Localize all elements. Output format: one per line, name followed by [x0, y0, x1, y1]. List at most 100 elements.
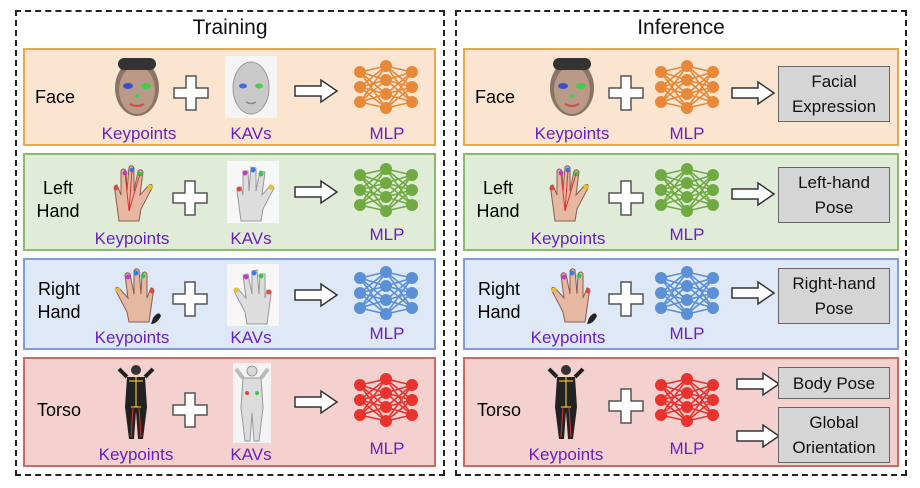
mlp-edge	[686, 384, 714, 422]
mlp-node	[380, 60, 392, 72]
mlp-node	[406, 199, 418, 211]
mlp-node	[681, 415, 693, 427]
mlp-node	[655, 272, 667, 284]
face-kav-caption: KAVs	[230, 124, 272, 143]
right-hand-mlp-caption: MLP	[669, 324, 705, 343]
mlp-node	[655, 287, 667, 299]
mlp-node	[406, 81, 418, 93]
training-title: Training	[192, 16, 268, 39]
plus-icon	[608, 388, 644, 424]
mlp-edge	[686, 174, 714, 212]
right-hand-keypoints-caption: Keypoints	[94, 328, 170, 347]
torso-keypoints-caption: Keypoints	[528, 445, 604, 464]
mlp-node	[406, 272, 418, 284]
torso-mlp-caption: MLP	[669, 439, 705, 458]
right-hand-kav-image	[227, 264, 279, 326]
output-body-pose: Body Pose	[778, 367, 890, 399]
mlp-node	[655, 96, 667, 108]
mlp-edge	[660, 378, 688, 416]
mlp-node	[406, 184, 418, 196]
mlp-node	[406, 379, 418, 391]
mlp-edge	[660, 65, 688, 103]
mlp-node	[707, 287, 719, 299]
mlp-node	[655, 302, 667, 314]
mlp-node	[681, 280, 693, 292]
mlp-node	[380, 266, 392, 278]
mlp-node	[707, 379, 719, 391]
mlp-node	[707, 96, 719, 108]
mlp-node	[380, 280, 392, 292]
mlp-node	[354, 169, 366, 181]
mlp-node	[681, 373, 693, 385]
mlp-node	[707, 394, 719, 406]
face-mlp-caption: MLP	[369, 124, 405, 143]
mlp-node	[681, 88, 693, 100]
torso-mlp-caption: MLP	[369, 439, 405, 458]
inference-panel: Inference	[455, 10, 907, 476]
row-label: Torso	[477, 400, 522, 420]
right-hand-keypoints-image	[115, 268, 161, 324]
mlp-node	[354, 379, 366, 391]
mlp-node	[406, 66, 418, 78]
torso-keypoints-image	[547, 365, 585, 439]
mlp-node	[354, 409, 366, 421]
plus-icon	[172, 180, 208, 216]
face-kav-image	[225, 56, 277, 118]
row-label: Torso	[37, 400, 82, 420]
torso-keypoints-image	[117, 365, 155, 439]
torso-kav-caption: KAVs	[230, 445, 272, 464]
mlp-edge	[359, 168, 387, 206]
mlp-node	[707, 272, 719, 284]
face-keypoints-image	[115, 58, 159, 116]
mlp-node	[406, 287, 418, 299]
face-keypoints-caption: Keypoints	[534, 124, 610, 143]
plus-icon	[608, 75, 644, 111]
mlp-edge	[359, 65, 387, 103]
mlp-node	[406, 394, 418, 406]
mlp-icon	[655, 266, 719, 320]
left-hand-mlp-caption: MLP	[369, 225, 405, 244]
left-hand-keypoints-caption: Keypoints	[530, 229, 606, 248]
mlp-node	[707, 302, 719, 314]
mlp-edge	[385, 277, 413, 315]
mlp-node	[406, 302, 418, 314]
arrow-icon	[731, 280, 776, 306]
mlp-node	[681, 191, 693, 203]
mlp-icon	[354, 266, 418, 320]
mlp-edge	[385, 71, 413, 109]
face-keypoints-caption: Keypoints	[101, 124, 177, 143]
torso-keypoints-caption: Keypoints	[98, 445, 174, 464]
face-keypoints-image	[550, 58, 594, 116]
mlp-node	[380, 102, 392, 114]
arrow-icon	[294, 282, 339, 308]
left-hand-mlp-caption: MLP	[669, 225, 705, 244]
mlp-icon	[354, 163, 418, 217]
mlp-node	[354, 394, 366, 406]
mlp-node	[406, 96, 418, 108]
mlp-node	[380, 308, 392, 320]
mlp-node	[655, 199, 667, 211]
right-hand-mlp-caption: MLP	[369, 324, 405, 343]
left-hand-kav-image	[227, 161, 279, 223]
torso-kav-image	[233, 363, 271, 443]
mlp-node	[681, 163, 693, 175]
mlp-edge	[385, 174, 413, 212]
arrow-icon	[731, 80, 776, 106]
plus-icon	[173, 75, 209, 111]
mlp-node	[354, 287, 366, 299]
plus-icon	[172, 392, 208, 428]
mlp-node	[354, 302, 366, 314]
training-panel: Training	[15, 10, 445, 476]
mlp-node	[655, 66, 667, 78]
mlp-node	[707, 169, 719, 181]
mlp-node	[655, 169, 667, 181]
mlp-node	[681, 401, 693, 413]
right-hand-kav-caption: KAVs	[230, 328, 272, 347]
